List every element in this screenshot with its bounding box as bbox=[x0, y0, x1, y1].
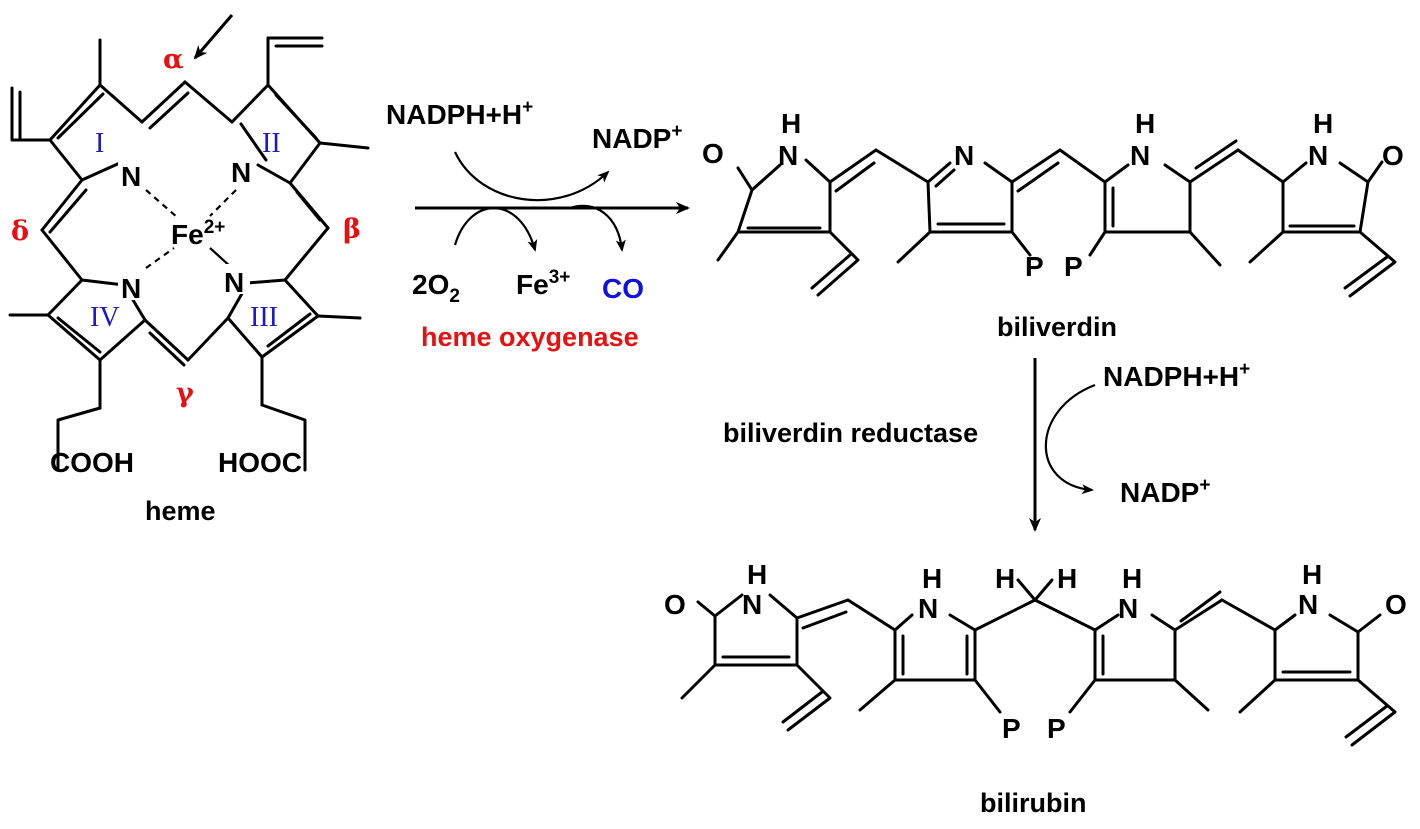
hydrogen-label: H bbox=[1122, 563, 1142, 594]
nitrogen-label: N bbox=[1298, 589, 1318, 620]
nadph-label-2: NADPH+H+ bbox=[1103, 359, 1250, 392]
bilirubin-structure: O N H N H H H N H N H O P P bilirubin bbox=[664, 559, 1407, 818]
biliverdin-structure: O N H N N H N H O P P biliverdin bbox=[702, 108, 1404, 342]
nadp-label-2: NADP+ bbox=[1120, 475, 1210, 508]
nadph-label: NADPH+H+ bbox=[386, 97, 533, 130]
oxygen-label: O bbox=[664, 589, 686, 620]
hydrogen-label: H bbox=[781, 108, 801, 139]
nitrogen-label: N bbox=[1130, 140, 1150, 171]
nadph-curved-arrow-2 bbox=[1044, 383, 1096, 495]
oxygen-label: 2O2 bbox=[412, 269, 460, 307]
biliverdin-reductase-reaction: biliverdin reductase NADPH+H+ NADP+ bbox=[723, 358, 1250, 532]
biliverdin-bonds bbox=[716, 139, 1397, 298]
bilirubin-name-label: bilirubin bbox=[980, 788, 1086, 818]
biliverdin-reductase-label: biliverdin reductase bbox=[723, 418, 978, 448]
hydrogen-label: H bbox=[922, 563, 942, 594]
nitrogen-label: N bbox=[224, 267, 244, 298]
nitrogen-label: N bbox=[121, 273, 141, 304]
bilirubin-bonds bbox=[680, 578, 1397, 747]
gamma-bridge-label: γ bbox=[176, 378, 194, 409]
cooh-label: COOH bbox=[50, 447, 134, 478]
ring-numeral-i: I bbox=[95, 128, 104, 159]
attack-arrow bbox=[193, 14, 234, 60]
hydrogen-label: H bbox=[1302, 559, 1322, 590]
fe-n-dashed-bond bbox=[145, 189, 179, 219]
propionate-label: P bbox=[1002, 713, 1021, 744]
hooc-label: HOOC bbox=[218, 447, 302, 478]
hydrogen-label: H bbox=[1057, 563, 1077, 594]
propionate-label: P bbox=[1047, 713, 1066, 744]
iron-label: Fe2+ bbox=[171, 217, 225, 250]
nitrogen-label: N bbox=[121, 161, 141, 192]
nitrogen-label: N bbox=[954, 140, 974, 171]
biliverdin-name-label: biliverdin bbox=[997, 312, 1117, 342]
nitrogen-label: N bbox=[1308, 140, 1328, 171]
nitrogen-label: N bbox=[1118, 593, 1138, 624]
nitrogen-label: N bbox=[778, 140, 798, 171]
heme-oxygenase-reaction: NADPH+H+ NADP+ 2O2 Fe3+ CO heme oxygenas… bbox=[386, 97, 690, 352]
propionate-label: P bbox=[1064, 251, 1083, 282]
co-label: CO bbox=[602, 273, 644, 304]
nadph-curved-arrow bbox=[454, 151, 610, 202]
fe3-label: Fe3+ bbox=[516, 267, 570, 300]
nitrogen-label: N bbox=[918, 593, 938, 624]
beta-bridge-label: β bbox=[343, 214, 361, 245]
heme-name-label: heme bbox=[145, 496, 216, 526]
ring-numeral-iii: III bbox=[250, 302, 278, 333]
ring-numeral-ii: II bbox=[262, 128, 281, 159]
hydrogen-label: H bbox=[1135, 108, 1155, 139]
hydrogen-label: H bbox=[1313, 108, 1333, 139]
nadp-label: NADP+ bbox=[592, 121, 682, 154]
hydrogen-label: H bbox=[995, 563, 1015, 594]
co-curved-arrow bbox=[569, 204, 626, 252]
ring-numeral-iv: IV bbox=[90, 302, 120, 333]
oxygen-label: O bbox=[702, 138, 724, 169]
propionate-label: P bbox=[1025, 251, 1044, 282]
nitrogen-label: N bbox=[231, 157, 251, 188]
oxygen-label: O bbox=[1382, 140, 1404, 171]
fe-n-dashed-bond bbox=[209, 189, 237, 217]
hydrogen-label: H bbox=[747, 559, 767, 590]
nitrogen-label: N bbox=[742, 589, 762, 620]
heme-structure: N N N N Fe2+ I II III IV α β γ δ COOH HO… bbox=[8, 14, 370, 526]
delta-bridge-label: δ bbox=[11, 216, 29, 247]
fe-n-dashed-bond bbox=[145, 247, 175, 269]
heme-oxygenase-label: heme oxygenase bbox=[421, 322, 639, 352]
alpha-bridge-label: α bbox=[163, 44, 184, 75]
oxygen-label: O bbox=[1385, 589, 1407, 620]
oxygen-curved-arrow bbox=[453, 207, 538, 252]
